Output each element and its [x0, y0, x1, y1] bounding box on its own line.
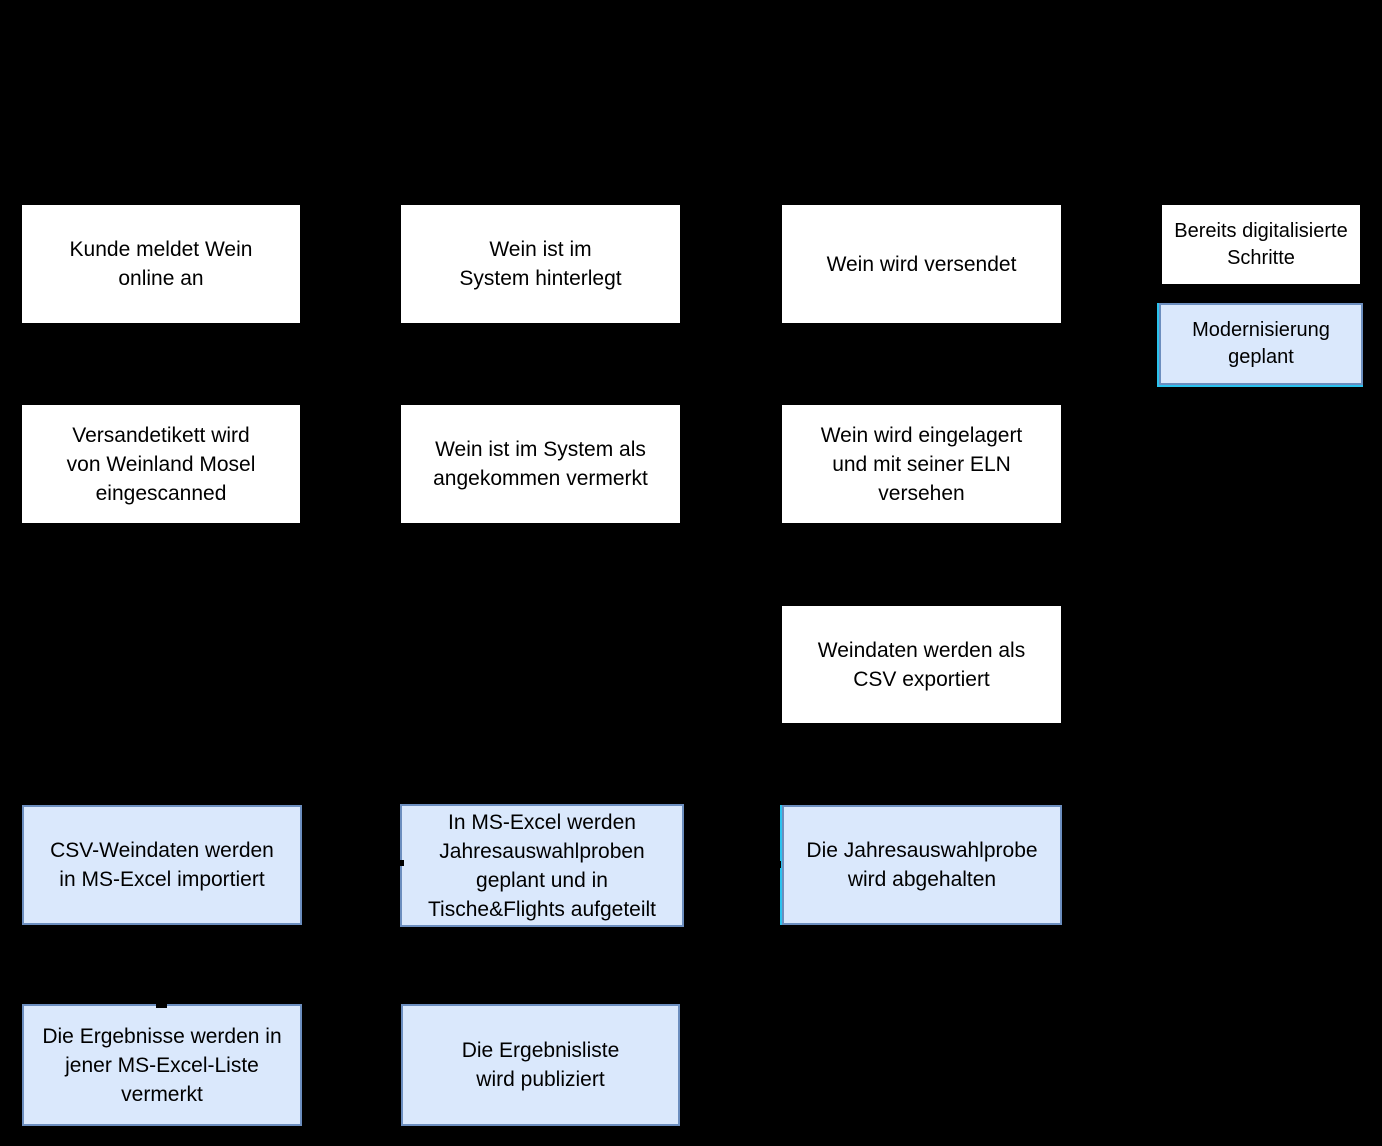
node-wein-im-system-hinterlegt[interactable]: Wein ist im System hinterlegt [401, 205, 680, 323]
node-versandetikett-eingescanned[interactable]: Versandetikett wird von Weinland Mosel e… [22, 405, 300, 523]
legend-planned-box[interactable]: Modernisierung geplant [1159, 303, 1363, 385]
node-ergebnisliste-publiziert[interactable]: Die Ergebnisliste wird publiziert [401, 1004, 680, 1126]
node-als-angekommen-vermerkt[interactable]: Wein ist im System als angekommen vermer… [401, 405, 680, 523]
arrowhead-mark [397, 860, 404, 866]
arrowhead-mark [156, 999, 167, 1008]
arrowhead-mark [771, 861, 781, 868]
legend-done-box[interactable]: Bereits digitalisierte Schritte [1162, 205, 1360, 284]
node-weindaten-csv-export[interactable]: Weindaten werden als CSV exportiert [782, 606, 1061, 723]
node-excel-jahresauswahlproben-planung[interactable]: In MS-Excel werden Jahresauswahlproben g… [400, 804, 684, 927]
node-jahresauswahlprobe-abgehalten[interactable]: Die Jahresauswahlprobe wird abgehalten [782, 805, 1062, 925]
node-ergebnisse-in-excel-liste[interactable]: Die Ergebnisse werden in jener MS-Excel-… [22, 1004, 302, 1126]
node-wein-wird-versendet[interactable]: Wein wird versendet [782, 205, 1061, 323]
node-wein-eingelagert-eln[interactable]: Wein wird eingelagert und mit seiner ELN… [782, 405, 1061, 523]
node-kunde-meldet-wein[interactable]: Kunde meldet Wein online an [22, 205, 300, 323]
node-csv-import-excel[interactable]: CSV-Weindaten werden in MS-Excel importi… [22, 805, 302, 925]
